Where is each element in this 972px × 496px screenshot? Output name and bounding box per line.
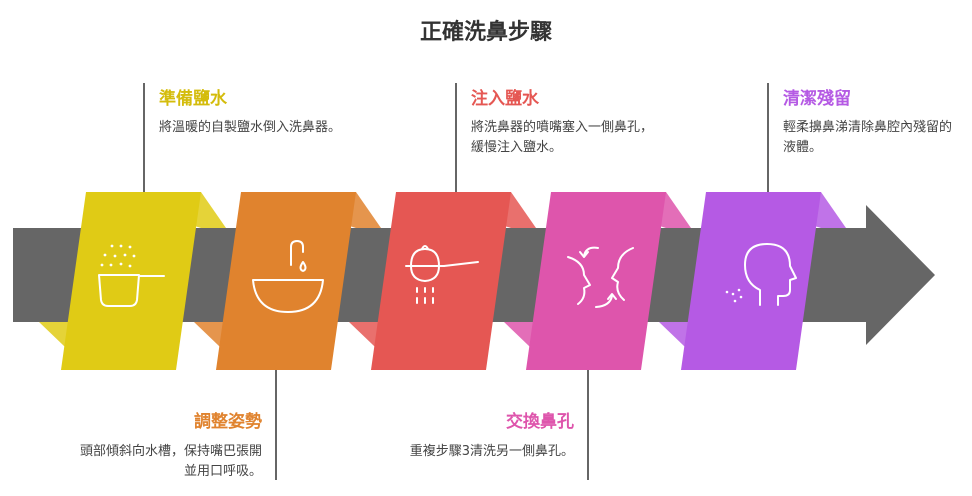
step-5-desc: 輕柔擤鼻涕清除鼻腔內殘留的液體。 [783, 120, 953, 155]
arrow-head [802, 205, 935, 345]
card-face [371, 192, 511, 370]
step-3-card [349, 192, 536, 370]
process-arrow [13, 205, 935, 345]
step-1-card [39, 192, 226, 370]
step-4-desc: 重複步驟3清洗另一側鼻孔。 [409, 444, 574, 459]
step-2-desc: 頭部傾斜向水槽，保持嘴巴張開並用口呼吸。 [79, 444, 262, 479]
step-5-title: 清潔殘留 [783, 89, 851, 109]
swap-faces-icon [567, 246, 634, 308]
pouring-pot-icon [405, 245, 479, 304]
arrow-segment [182, 228, 238, 322]
step-3-title: 注入鹽水 [471, 89, 539, 109]
card-face [526, 192, 666, 370]
step-3-desc: 將洗鼻器的噴嘴塞入一側鼻孔，緩慢注入鹽水。 [471, 120, 654, 155]
step-1-desc: 將溫暖的自製鹽水倒入洗鼻器。 [159, 120, 342, 135]
sink-faucet-icon [252, 240, 324, 313]
head-sneeze-icon [725, 243, 797, 306]
card-face [681, 192, 821, 370]
step-2-title: 調整姿勢 [194, 412, 262, 432]
step-4-card [504, 192, 691, 370]
card-face [61, 192, 201, 370]
step-4-title: 交換鼻孔 [506, 412, 574, 432]
arrow-segment [647, 228, 703, 322]
page-title: 正確洗鼻步驟 [419, 20, 552, 45]
step-5-card [659, 192, 846, 370]
step-1-title: 準備鹽水 [159, 89, 227, 109]
arrow-segment [492, 228, 548, 322]
cup-with-salt-icon [98, 244, 165, 307]
arrow-segment [337, 228, 393, 322]
